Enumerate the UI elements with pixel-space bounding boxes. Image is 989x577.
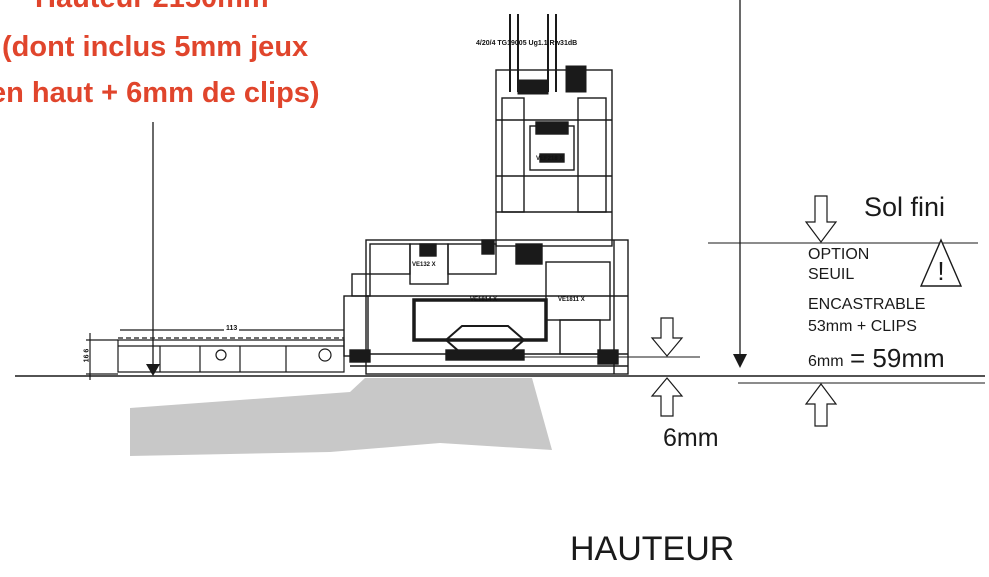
- option-label: OPTION: [808, 246, 870, 263]
- height-note-line2: (dont inclus 5mm jeux: [2, 31, 309, 63]
- arrow-down-left-icon: [146, 364, 160, 376]
- clips-label: 53mm + CLIPS: [808, 318, 917, 335]
- total-59mm-label: = 59mm: [850, 343, 945, 373]
- outline-arrow-up-icon: [804, 383, 838, 427]
- sol-fini-label: Sol fini: [864, 192, 946, 222]
- warning-triangle-icon: [919, 238, 963, 287]
- six-mm-label: 6mm: [663, 424, 719, 452]
- height-note-line3: en haut + 6mm de clips): [0, 77, 320, 109]
- glazing-unit: [509, 14, 587, 95]
- arrow-down-right-icon: [733, 354, 747, 368]
- svg-text:!: !: [937, 256, 944, 286]
- height-note-line1: Hauteur 2150mm: [35, 0, 269, 15]
- gasket-label: VEF218 X: [536, 156, 564, 162]
- subfloor-block: [130, 378, 552, 456]
- ramp-profile: [86, 329, 345, 380]
- outline-arrow-up-icon: [650, 377, 684, 417]
- outline-arrow-down-icon: [650, 317, 684, 357]
- dimension-16-6-label: 16 6: [83, 348, 91, 363]
- seuil-label: SEUIL: [808, 266, 855, 283]
- outline-arrow-down-icon: [804, 195, 838, 243]
- hauteur-label: HAUTEUR: [570, 530, 735, 568]
- encastrable-label: ENCASTRABLE: [808, 296, 926, 313]
- dimension-113-label: 113: [224, 325, 240, 332]
- six-mm-small-label: 6mm: [808, 353, 844, 370]
- sash-profile: [495, 69, 613, 247]
- glazing-spec-label: 4/20/4 TG19005 Ug1.1 Rw31dB: [476, 40, 578, 47]
- gasket-label: VE1814 X: [470, 297, 498, 303]
- gasket-label: VE1811 X: [558, 297, 585, 303]
- gasket-label: VE132 X: [412, 262, 436, 268]
- frame-profile: [343, 239, 629, 375]
